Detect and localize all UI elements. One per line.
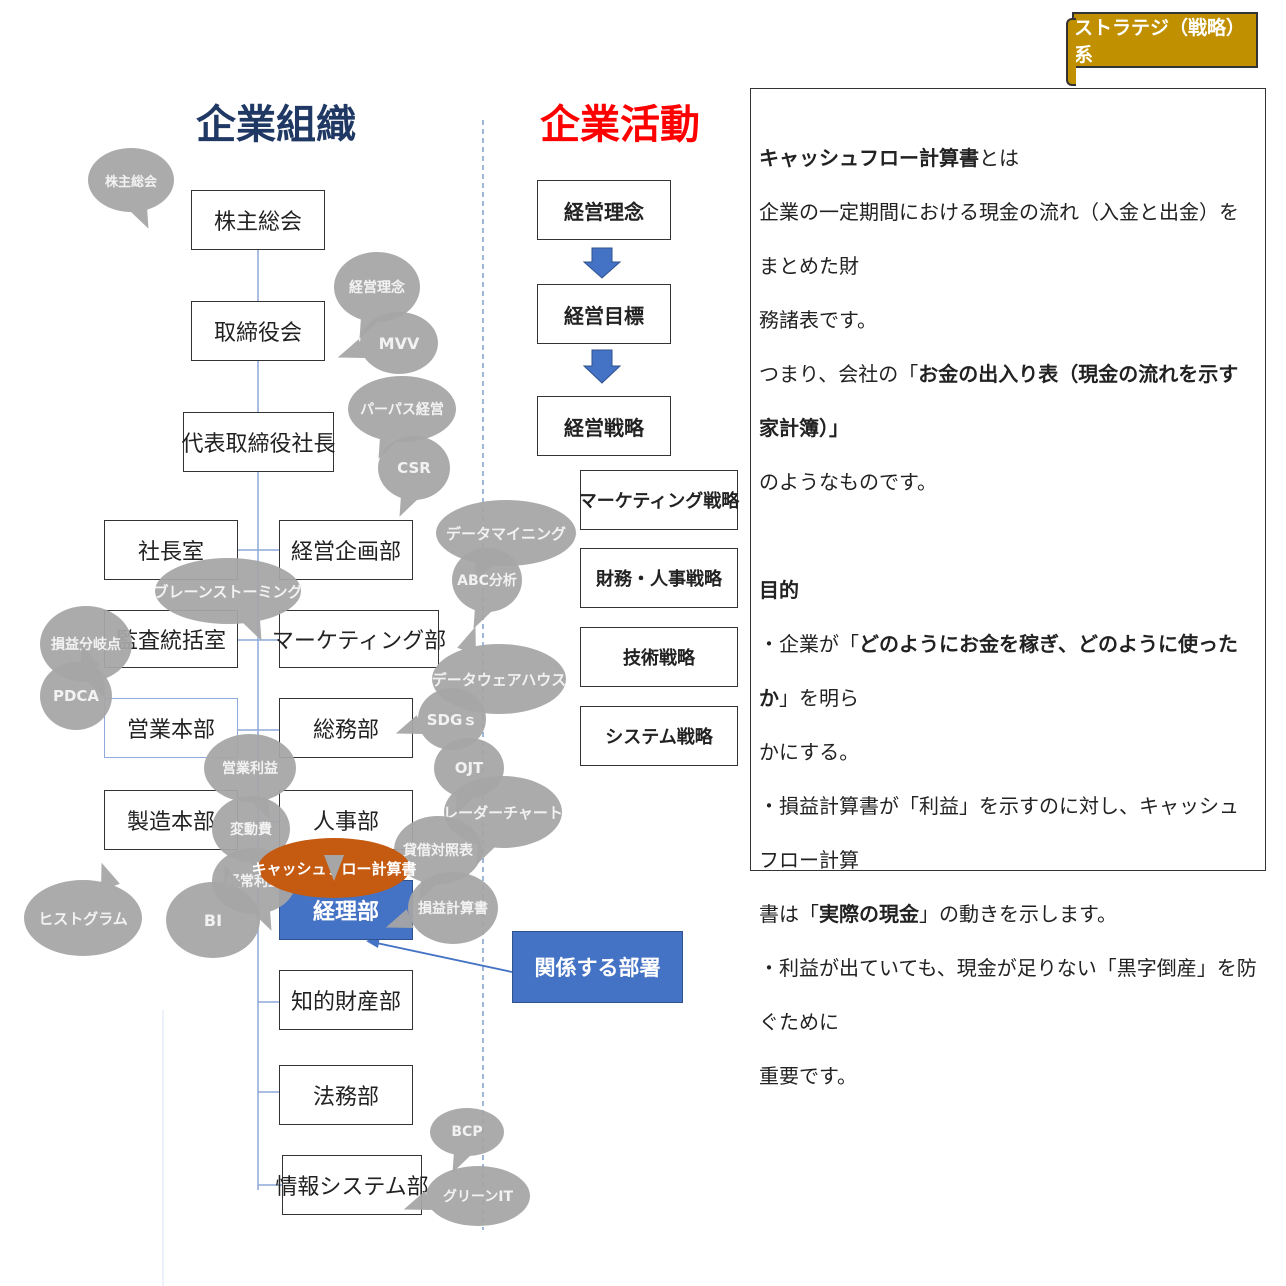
org-box-marketing: マーケティング部 bbox=[272, 610, 446, 668]
panel-p1-c: 」を明ら bbox=[779, 686, 859, 710]
panel-purpose-2b: 書は「実際の現金」の動きを示します。 bbox=[759, 887, 1257, 941]
panel-title-bold: キャッシュフロー計算書 bbox=[759, 146, 979, 170]
activity-box-system-strategy: システム戦略 bbox=[580, 706, 738, 766]
related-arrow bbox=[371, 941, 513, 973]
panel-purpose-heading: 目的 bbox=[759, 563, 1257, 617]
bubble-soneki: 損益計算書 bbox=[408, 872, 498, 944]
ribbon-label: ストラテジ（戦略）系 bbox=[1074, 17, 1246, 66]
panel-line3-a: つまり、会社の「 bbox=[759, 362, 919, 386]
activity-box-goals: 経営目標 bbox=[537, 284, 671, 344]
bubble-eigyo-rieki: 営業利益 bbox=[204, 734, 296, 802]
panel-line1: 企業の一定期間における現金の流れ（入金と出金）をまとめた財 bbox=[759, 200, 1239, 278]
panel-p2-b: 書は「 bbox=[759, 902, 819, 926]
panel-line2: 務諸表です。 bbox=[759, 308, 877, 332]
panel-spacer bbox=[759, 509, 1257, 563]
panel-line4: のようなものです。 bbox=[759, 470, 937, 494]
bubble-brainstorming: ブレーンストーミング bbox=[154, 558, 302, 624]
bubble-keiei-rinen: 経営理念 bbox=[334, 252, 420, 322]
panel-purpose-2: ・損益計算書が「利益」を示すのに対し、キャッシュフロー計算 bbox=[759, 794, 1239, 872]
bubble-purpose: パーパス経営 bbox=[348, 376, 456, 442]
activity-heading: 企業活動 bbox=[540, 102, 700, 148]
panel-purpose-3b: 重要です。 bbox=[759, 1064, 857, 1088]
bubble-csr: CSR bbox=[378, 436, 450, 500]
org-box-shareholders: 株主総会 bbox=[191, 190, 325, 250]
bubble-bcp: BCP bbox=[430, 1108, 504, 1156]
org-heading: 企業組織 bbox=[196, 102, 356, 148]
bubble-histogram: ヒストグラム bbox=[24, 880, 142, 956]
bubble-abc: ABC分析 bbox=[452, 548, 522, 612]
org-box-general-affairs: 総務部 bbox=[279, 698, 413, 758]
panel-p2-d: 」の動きを示します。 bbox=[919, 902, 1117, 926]
panel-line3: つまり、会社の「お金の出入り表（現金の流れを示す家計簿）」 bbox=[759, 347, 1257, 455]
org-box-ip: 知的財産部 bbox=[279, 970, 413, 1030]
panel-purpose-1: ・企業が「どのようにお金を稼ぎ、どのように使ったか」を明ら bbox=[759, 617, 1257, 725]
panel-purpose-1b: かにする。 bbox=[759, 740, 860, 764]
org-box-legal: 法務部 bbox=[279, 1065, 413, 1125]
bubble-kabunushi: 株主総会 bbox=[88, 148, 174, 212]
org-box-planning: 経営企画部 bbox=[279, 520, 413, 580]
bubble-bi: BI bbox=[166, 882, 260, 958]
panel-purpose-3: ・利益が出ていても、現金が足りない「黒字倒産」を防ぐために bbox=[759, 956, 1257, 1034]
activity-box-strategy: 経営戦略 bbox=[537, 396, 671, 456]
panel-title-rest: とは bbox=[979, 146, 1019, 170]
down-arrow-icon bbox=[582, 247, 622, 279]
down-arrow-icon bbox=[582, 349, 622, 384]
bubble-green-it: グリーンIT bbox=[426, 1166, 530, 1226]
bubble-mvv: MVV bbox=[360, 312, 438, 374]
activity-box-philosophy: 経営理念 bbox=[537, 180, 671, 240]
panel-p1-a: ・企業が「 bbox=[759, 632, 859, 656]
org-box-president: 代表取締役社長 bbox=[182, 412, 336, 472]
activity-box-finance-hr-strategy: 財務・人事戦略 bbox=[580, 548, 738, 608]
org-box-board: 取締役会 bbox=[191, 301, 325, 361]
panel-p2-c: 実際の現金 bbox=[819, 902, 919, 926]
description-panel: キャッシュフロー計算書とは 企業の一定期間における現金の流れ（入金と出金）をまと… bbox=[750, 88, 1266, 1088]
panel-title: キャッシュフロー計算書とは bbox=[759, 131, 1257, 185]
category-ribbon: ストラテジ（戦略）系 bbox=[1066, 12, 1258, 86]
activity-box-tech-strategy: 技術戦略 bbox=[580, 627, 738, 687]
related-department-label: 関係する部署 bbox=[512, 931, 683, 1003]
panel-p1-b: どのようにお金を稼ぎ、どのように使ったか bbox=[759, 632, 1238, 710]
bubble-cashflow-highlight: キャッシュフロー計算書 bbox=[252, 838, 417, 898]
panel-purpose-heading-text: 目的 bbox=[759, 578, 799, 602]
bubble-pdca: PDCA bbox=[40, 662, 112, 730]
activity-box-marketing-strategy: マーケティング戦略 bbox=[579, 470, 739, 530]
org-box-is: 情報システム部 bbox=[275, 1155, 429, 1215]
panel-line3-b: お金の出入り表（現金の流れを示す家計簿） bbox=[759, 362, 1239, 440]
panel-line3-c: 」 bbox=[829, 416, 849, 440]
